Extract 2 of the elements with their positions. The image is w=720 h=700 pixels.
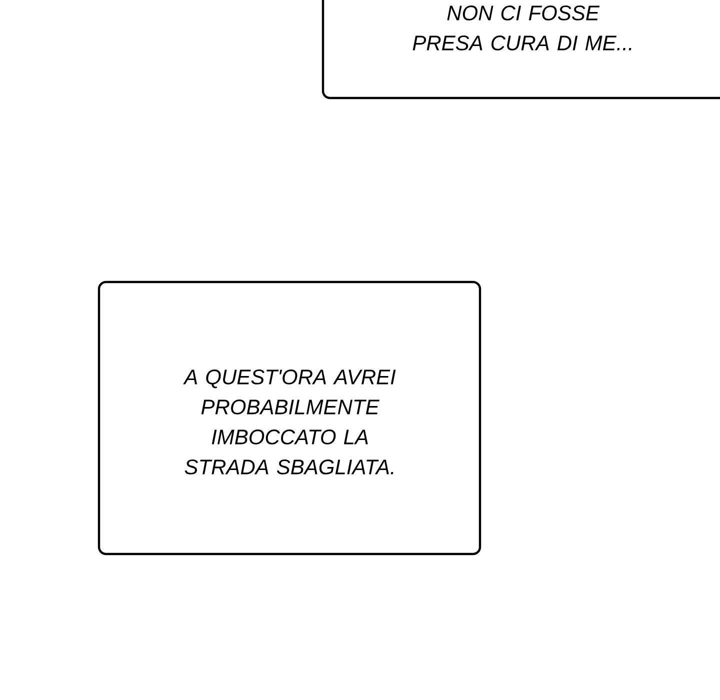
caption-box: A QUEST'ORA AVREI PROBABILMENTE IMBOCCATO LA STRADA SBAGLIATA. <box>98 280 482 556</box>
caption-box: NON CI FOSSE PRESA CURA DI ME... <box>322 0 720 100</box>
